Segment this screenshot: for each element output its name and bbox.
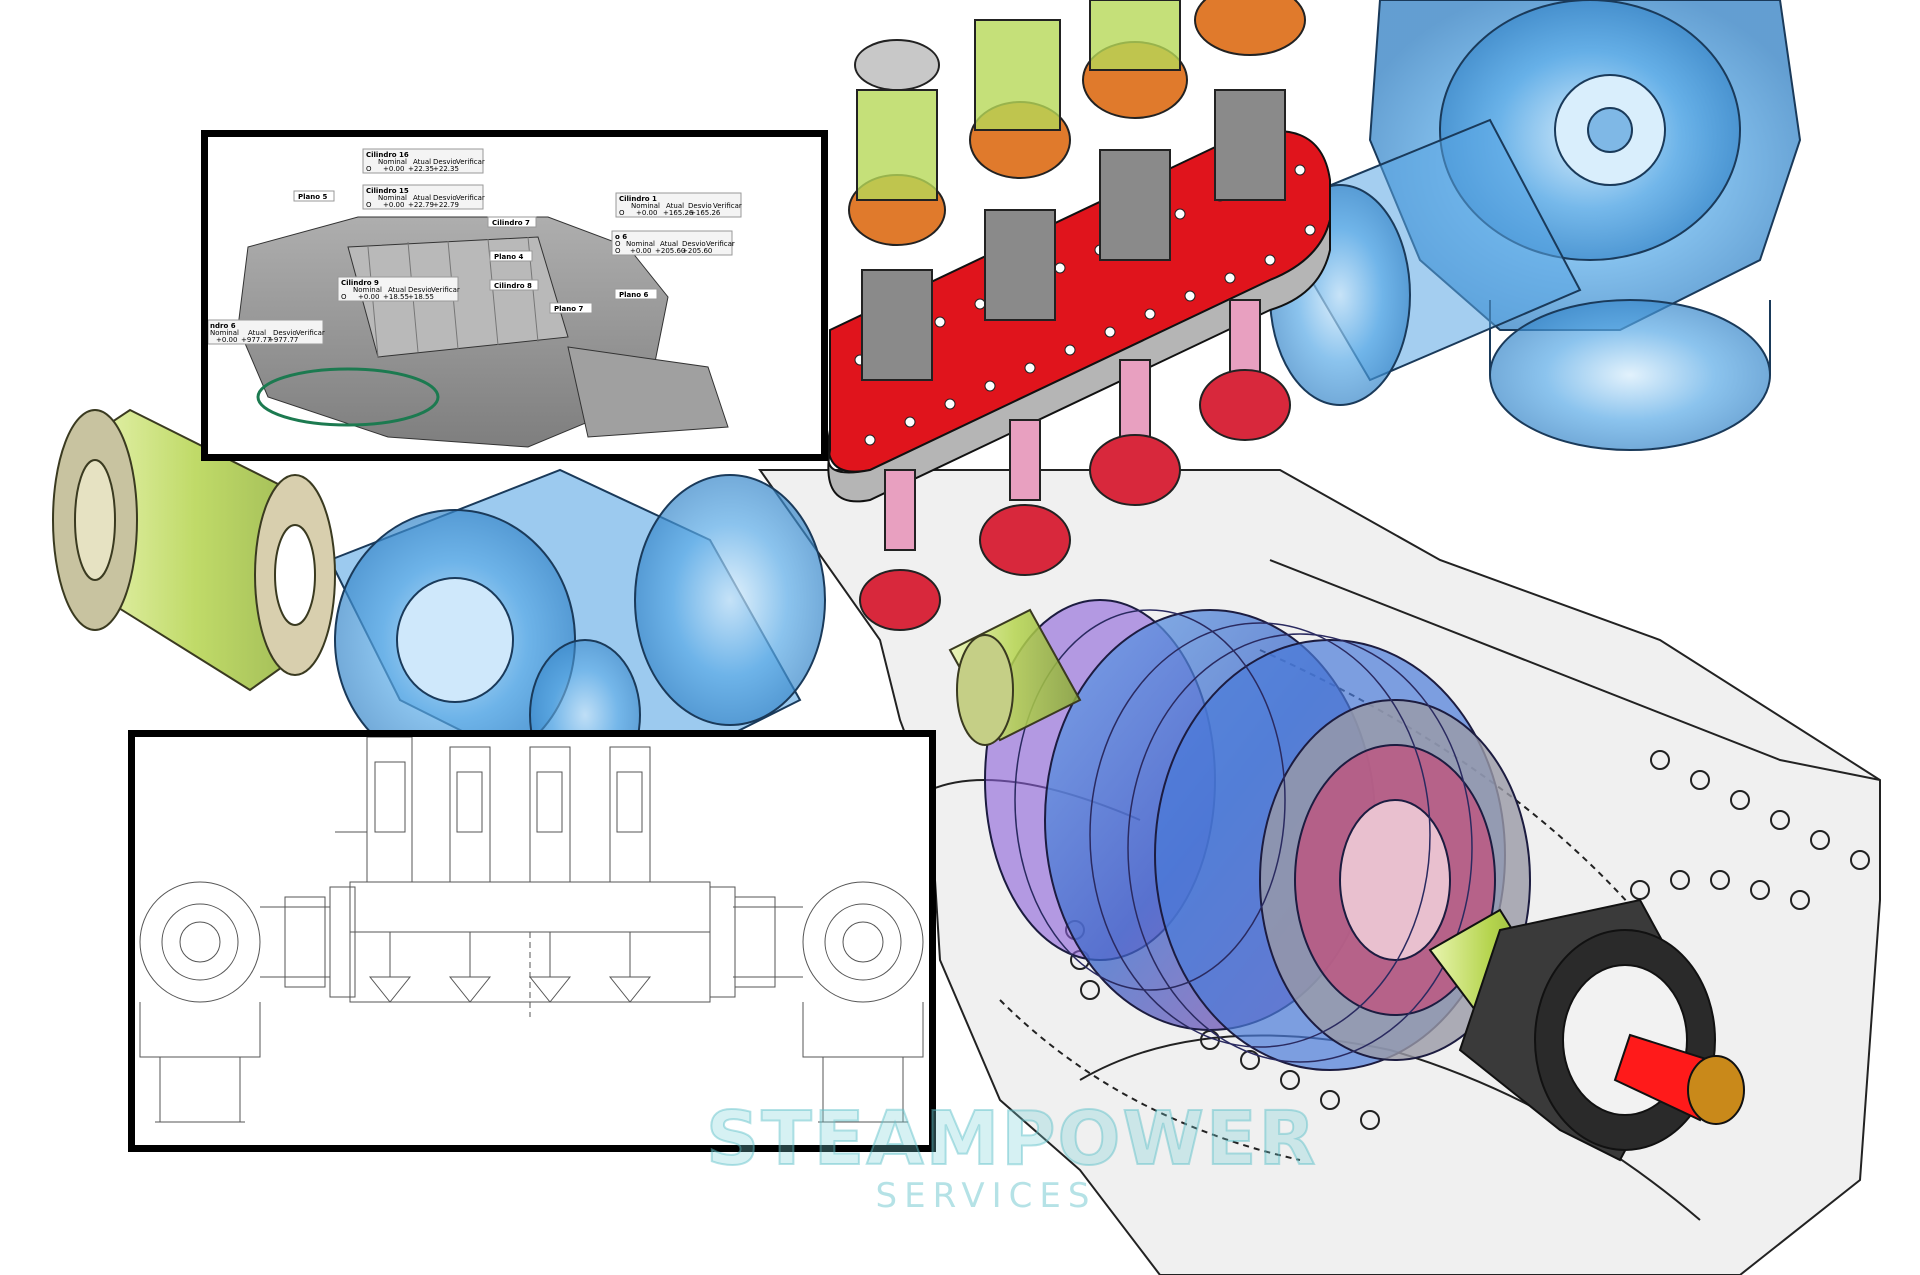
svg-text:Cilindro 7: Cilindro 7 <box>492 219 530 227</box>
svg-text:Desvio: Desvio <box>273 329 297 337</box>
svg-text:+18.55: +18.55 <box>408 293 434 301</box>
svg-text:+165.26: +165.26 <box>690 209 721 217</box>
valve-nozzles <box>859 299 1291 631</box>
svg-text:Atual: Atual <box>660 240 678 248</box>
feature-tag: Plano 6 <box>614 288 658 300</box>
svg-text:O: O <box>341 293 347 301</box>
steam-chest <box>827 130 1331 503</box>
card-title: Cilindro 9 <box>341 279 379 287</box>
svg-text:+0.00: +0.00 <box>636 209 657 217</box>
feature-tag: Plano 4 <box>489 250 533 262</box>
svg-text:Nominal: Nominal <box>626 240 655 248</box>
feature-tag: Cilindro 8 <box>489 279 539 291</box>
svg-text:+22.35: +22.35 <box>408 165 434 173</box>
blade-rings <box>1014 609 1473 1063</box>
svg-text:+165.26: +165.26 <box>663 209 694 217</box>
technical-drawing-inset <box>128 730 936 1152</box>
left-blue-pipe <box>328 468 826 802</box>
svg-text:Nominal: Nominal <box>631 202 660 210</box>
mid-coupling <box>948 608 1082 746</box>
svg-text:Nominal: Nominal <box>353 286 382 294</box>
svg-text:+0.00: +0.00 <box>358 293 379 301</box>
svg-text:O: O <box>619 209 625 217</box>
svg-text:+977.77: +977.77 <box>241 336 271 344</box>
card-title: Cilindro 15 <box>366 187 409 195</box>
svg-text:Plano 4: Plano 4 <box>494 253 523 261</box>
svg-text:Nominal: Nominal <box>378 194 407 202</box>
svg-text:Verificar: Verificar <box>456 194 485 202</box>
svg-text:Desvio: Desvio <box>433 194 457 202</box>
shaft-end <box>1428 898 1745 1162</box>
svg-text:Plano 6: Plano 6 <box>619 291 648 299</box>
svg-text:+0.00: +0.00 <box>216 336 237 344</box>
svg-text:Verificar: Verificar <box>431 286 460 294</box>
svg-text:O: O <box>615 240 621 248</box>
left-green-coupling <box>52 408 336 692</box>
svg-text:Verificar: Verificar <box>296 329 325 337</box>
svg-text:+22.79: +22.79 <box>408 201 434 209</box>
svg-text:Verificar: Verificar <box>456 158 485 166</box>
card-title: o 6 <box>615 233 627 241</box>
svg-text:+22.79: +22.79 <box>433 201 459 209</box>
svg-text:Atual: Atual <box>666 202 684 210</box>
svg-text:+0.00: +0.00 <box>383 165 404 173</box>
svg-text:Verificar: Verificar <box>706 240 735 248</box>
svg-text:Desvio: Desvio <box>688 202 712 210</box>
svg-text:+205.60: +205.60 <box>655 247 685 255</box>
card-title: Cilindro 16 <box>366 151 409 159</box>
top-blue-pipe <box>1268 118 1582 406</box>
svg-text:O: O <box>366 201 372 209</box>
feature-tag: Plano 5 <box>293 190 335 202</box>
svg-text:Atual: Atual <box>413 158 431 166</box>
svg-text:O: O <box>366 165 372 173</box>
svg-text:Verificar: Verificar <box>713 202 742 210</box>
svg-text:Desvio: Desvio <box>433 158 457 166</box>
feature-tag: Plano 7 <box>549 302 593 314</box>
svg-text:Desvio: Desvio <box>682 240 706 248</box>
svg-text:Atual: Atual <box>413 194 431 202</box>
svg-text:Cilindro 8: Cilindro 8 <box>494 282 532 290</box>
svg-text:Atual: Atual <box>388 286 406 294</box>
svg-text:+205.60: +205.60 <box>682 247 712 255</box>
card-title: Cilindro 1 <box>619 195 657 203</box>
svg-text:O: O <box>615 247 621 255</box>
svg-text:Nominal: Nominal <box>210 329 239 337</box>
svg-text:Desvio: Desvio <box>408 286 432 294</box>
svg-text:+0.00: +0.00 <box>630 247 651 255</box>
svg-text:Plano 5: Plano 5 <box>298 193 327 201</box>
svg-text:Plano 7: Plano 7 <box>554 305 583 313</box>
svg-text:+18.55: +18.55 <box>383 293 409 301</box>
line-drawing <box>139 737 924 1123</box>
svg-text:+977.77: +977.77 <box>268 336 298 344</box>
svg-text:Atual: Atual <box>248 329 266 337</box>
card-title: ndro 6 <box>210 322 236 330</box>
svg-text:+22.35: +22.35 <box>433 165 459 173</box>
svg-text:+0.00: +0.00 <box>383 201 404 209</box>
feature-tag: Cilindro 7 <box>487 216 537 228</box>
valve-actuators <box>848 0 1306 381</box>
svg-text:Nominal: Nominal <box>378 158 407 166</box>
